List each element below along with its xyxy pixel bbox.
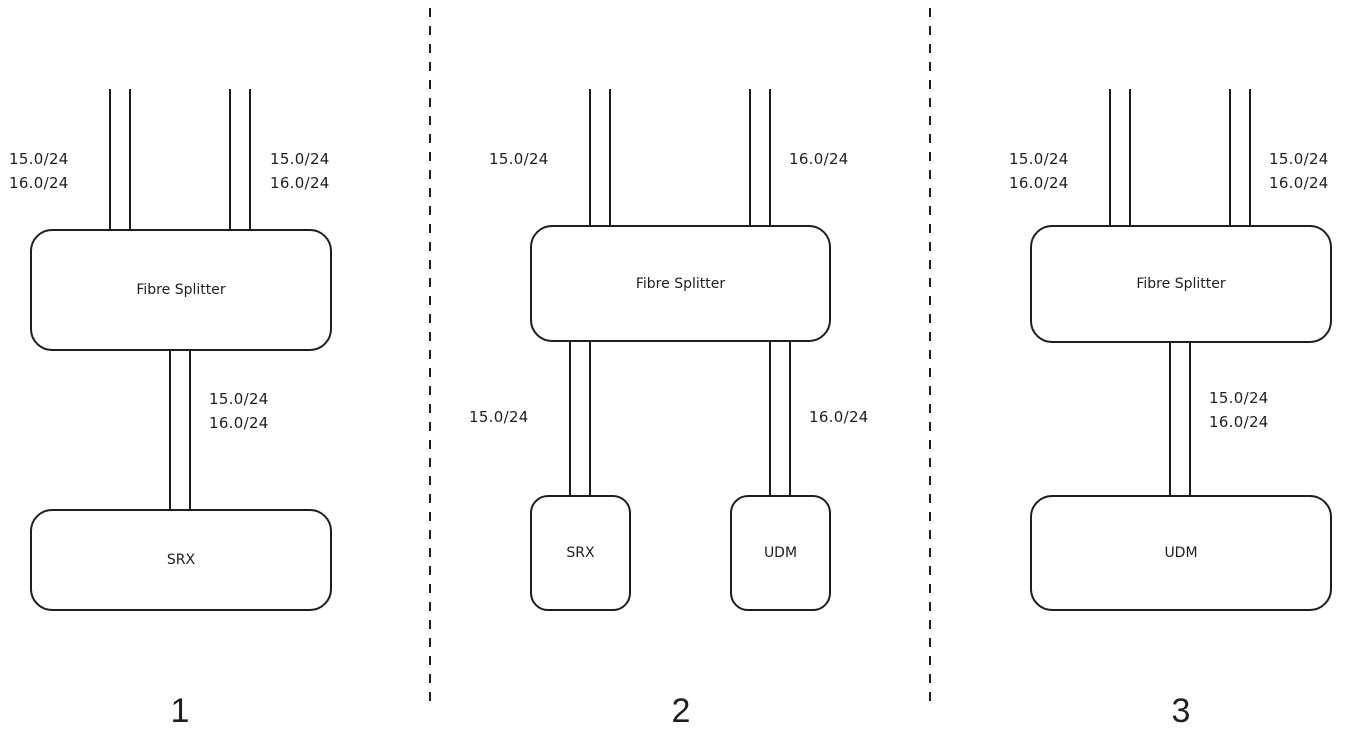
node-label: SRX (166, 552, 196, 568)
input-label: 15.0/24 16.0/24 (270, 150, 330, 192)
input-cable-1b-left (229, 89, 231, 231)
input-cable-2a-left (589, 89, 591, 227)
input-cable-2b-left (749, 89, 751, 227)
node-label: UDM (1164, 545, 1198, 561)
fibre-splitter-node[interactable]: Fibre Splitter (30, 229, 332, 351)
output-label: 15.0/24 16.0/24 (209, 390, 269, 432)
input-label: 15.0/24 16.0/24 (1009, 150, 1069, 192)
node-label: SRX (566, 545, 595, 561)
input-label: 15.0/24 16.0/24 (9, 150, 69, 192)
panel-number: 1 (170, 692, 190, 730)
panel-separator-1 (429, 8, 431, 704)
node-label: Fibre Splitter (635, 275, 726, 292)
panel-number: 3 (1171, 692, 1191, 730)
input-cable-3a-right (1129, 89, 1131, 227)
output-cable-right (1189, 342, 1191, 497)
input-label: 16.0/24 (789, 150, 849, 168)
input-cable-1a-right (129, 89, 131, 231)
device-node-udm[interactable]: UDM (730, 495, 831, 611)
input-cable-3a-left (1109, 89, 1111, 227)
input-cable-2b-right (769, 89, 771, 227)
output-cable-udm-right (789, 341, 791, 497)
output-cable-udm-left (769, 341, 771, 497)
node-label: Fibre Splitter (136, 282, 226, 298)
node-label: UDM (763, 545, 798, 561)
panel-separator-2 (929, 8, 931, 704)
device-node-srx[interactable]: SRX (530, 495, 631, 611)
output-cable-left (169, 350, 171, 511)
output-cable-left (1169, 342, 1171, 497)
output-label: 16.0/24 (809, 408, 869, 426)
output-label: 15.0/24 (469, 408, 529, 426)
node-label: Fibre Splitter (1136, 276, 1226, 292)
input-cable-1b-right (249, 89, 251, 231)
input-label: 15.0/24 16.0/24 (1269, 150, 1329, 192)
fibre-splitter-node[interactable]: Fibre Splitter (530, 225, 831, 342)
output-cable-right (189, 350, 191, 511)
input-cable-2a-right (609, 89, 611, 227)
fibre-splitter-node[interactable]: Fibre Splitter (1030, 225, 1332, 343)
output-label: 15.0/24 16.0/24 (1209, 389, 1269, 431)
output-cable-srx-right (589, 341, 591, 497)
output-cable-srx-left (569, 341, 571, 497)
input-cable-3b-left (1229, 89, 1231, 227)
panel-number: 2 (671, 692, 691, 730)
device-node-srx[interactable]: SRX (30, 509, 332, 611)
input-label: 15.0/24 (489, 150, 549, 168)
device-node-udm[interactable]: UDM (1030, 495, 1332, 611)
input-cable-3b-right (1249, 89, 1251, 227)
input-cable-1a-left (109, 89, 111, 231)
